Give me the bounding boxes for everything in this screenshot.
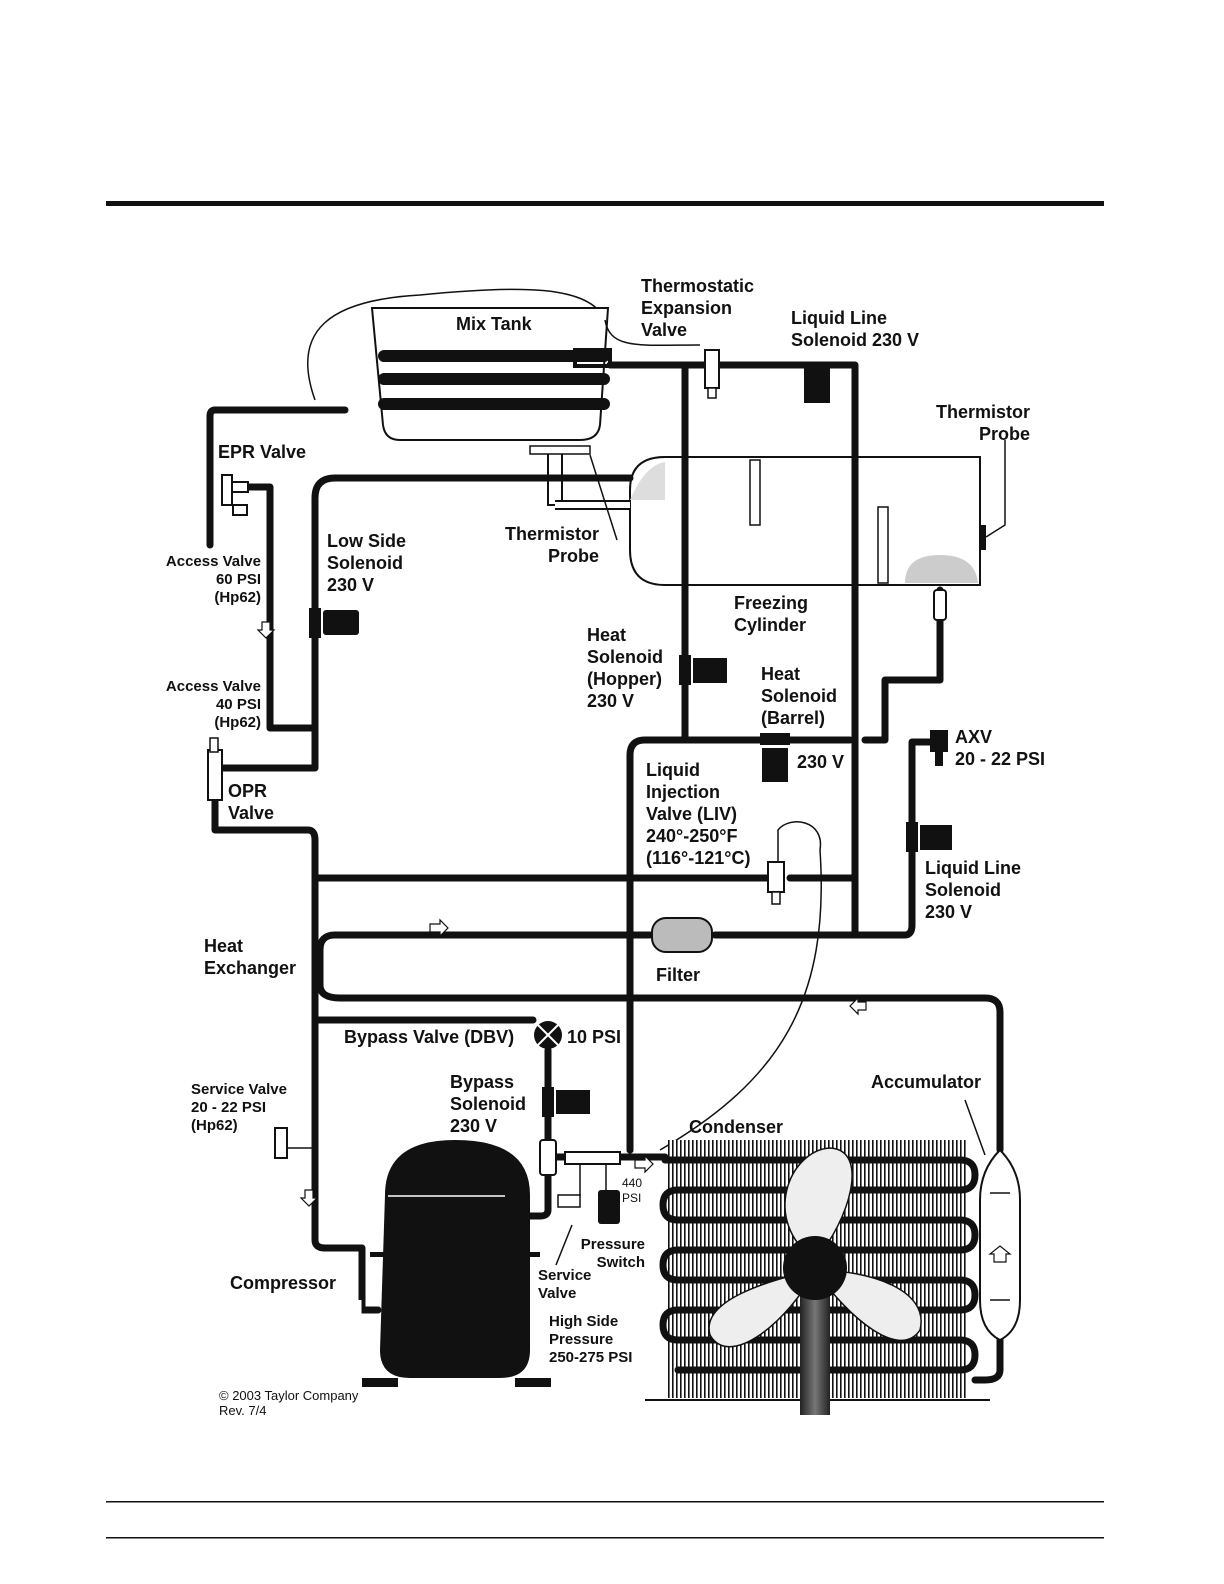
low-side-solenoid xyxy=(309,608,359,638)
accumulator-label: Accumulator xyxy=(871,1072,981,1092)
flow-arrows xyxy=(256,621,867,1207)
flow-arrow-icon xyxy=(849,996,867,1016)
liv-valve xyxy=(767,861,785,905)
bypass-valve xyxy=(534,1021,562,1049)
flow-arrow-icon xyxy=(299,1189,319,1207)
liquid-line-solenoid-right xyxy=(906,822,952,852)
liquid-line-solenoid-top xyxy=(804,365,830,403)
flow-arrow-icon xyxy=(634,1154,654,1174)
bypass-solenoid xyxy=(542,1087,590,1117)
service-valve-left xyxy=(274,1127,312,1159)
barrel-voltage-label: 230 V xyxy=(797,752,844,772)
bypass-psi-label: 10 PSI xyxy=(567,1027,621,1047)
mix-tank-label: Mix Tank xyxy=(456,314,533,334)
freezing-cylinder xyxy=(529,440,1006,586)
condenser-label: Condenser xyxy=(689,1117,783,1137)
service-valve-leader xyxy=(555,1224,573,1266)
flow-arrow-icon xyxy=(988,1245,1012,1263)
access-valve-60 xyxy=(232,504,248,516)
filter-label: Filter xyxy=(656,965,700,985)
condenser-fan xyxy=(708,1147,922,1415)
filter-drier xyxy=(651,917,713,953)
axv-valve xyxy=(930,589,948,766)
footer-rule-bottom xyxy=(106,1537,1104,1539)
heat-solenoid-hopper xyxy=(679,655,727,685)
pressure-switch xyxy=(539,1139,621,1224)
accumulator xyxy=(964,1099,1021,1342)
epr-label: EPR Valve xyxy=(218,442,306,462)
opr-valve xyxy=(207,737,223,801)
epr-valve xyxy=(221,474,249,506)
txv-valve xyxy=(704,349,720,399)
flow-arrow-icon xyxy=(429,918,449,938)
bypass-valve-label: Bypass Valve (DBV) xyxy=(344,1027,514,1047)
heat-solenoid-barrel xyxy=(760,733,790,782)
header-rule xyxy=(106,201,1104,206)
mix-tank xyxy=(306,288,701,441)
refrigerant-lines xyxy=(206,361,1004,1384)
compressor-label: Compressor xyxy=(230,1273,336,1293)
flow-arrow-icon xyxy=(256,621,276,639)
compressor xyxy=(358,1140,551,1387)
footer-rule-top xyxy=(106,1501,1104,1503)
